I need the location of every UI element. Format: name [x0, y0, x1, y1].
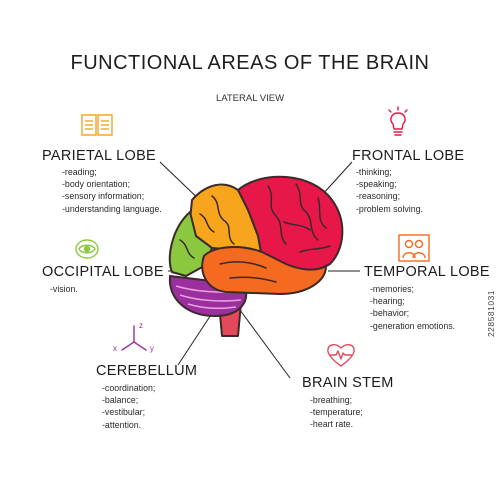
brainstem-description: -breathing; -temperature; -heart rate.: [310, 394, 363, 431]
leader-line-brainstem: [239, 309, 291, 379]
lightbulb-icon: [388, 106, 408, 136]
temporal-item: -hearing;: [370, 296, 405, 307]
temporal-description: -memories; -hearing; -behavior; -generat…: [370, 283, 455, 332]
parietal-item: -body orientation;: [62, 179, 130, 190]
occipital-heading: OCCIPITAL LOBE: [42, 264, 164, 280]
frontal-item: -reasoning;: [356, 191, 401, 202]
brainstem-item: -breathing;: [310, 395, 353, 405]
parietal-description: -reading; -body orientation; -sensory in…: [62, 166, 162, 215]
eye-icon: [75, 239, 99, 259]
brainstem-item: -temperature;: [310, 407, 363, 418]
cerebellum-heading: CEREBELLUM: [96, 363, 198, 379]
cerebellum-item: -attention.: [102, 419, 142, 430]
temporal-heading: TEMPORAL LOBE: [364, 264, 490, 280]
cerebellum-description: -coordination; -balance; -vestibular; -a…: [102, 382, 155, 431]
heartbeat-icon: [327, 344, 355, 367]
axis-label-z: z: [139, 321, 143, 330]
frontal-item: -thinking;: [356, 167, 392, 177]
axis-label-y: y: [150, 344, 154, 353]
brainstem-heading: BRAIN STEM: [302, 375, 394, 391]
occipital-item: -vision.: [50, 284, 78, 294]
temporal-item: -behavior;: [370, 308, 410, 319]
book-icon: [81, 114, 113, 136]
temporal-region: [201, 246, 328, 296]
page-subtitle: LATERAL VIEW: [215, 93, 285, 104]
cerebellum-item: -vestibular;: [102, 407, 146, 418]
occipital-description: -vision.: [50, 283, 78, 295]
cerebellum-item: -coordination;: [102, 383, 156, 393]
stock-image-id: 228581031: [486, 290, 496, 338]
axes-icon-lines: [121, 325, 147, 351]
parietal-heading: PARIETAL LOBE: [42, 148, 157, 164]
frontal-item: -speaking;: [356, 179, 397, 190]
parietal-item: -sensory information;: [62, 191, 145, 202]
axis-label-x: x: [113, 344, 117, 353]
people-icon: [398, 234, 430, 262]
temporal-item: -memories;: [370, 284, 414, 294]
temporal-item: -generation emotions.: [370, 320, 456, 331]
parietal-item: -understanding language.: [62, 203, 162, 214]
frontal-heading: FRONTAL LOBE: [352, 148, 465, 164]
axes-icon: z x y: [110, 320, 158, 360]
brainstem-item: -heart rate.: [310, 419, 354, 430]
parietal-item: -reading;: [62, 167, 97, 177]
page-title: FUNCTIONAL AREAS OF THE BRAIN: [70, 52, 430, 74]
frontal-description: -thinking; -speaking; -reasoning; -probl…: [356, 166, 423, 215]
cerebellum-item: -balance;: [102, 395, 139, 406]
frontal-item: -problem solving.: [356, 203, 423, 214]
